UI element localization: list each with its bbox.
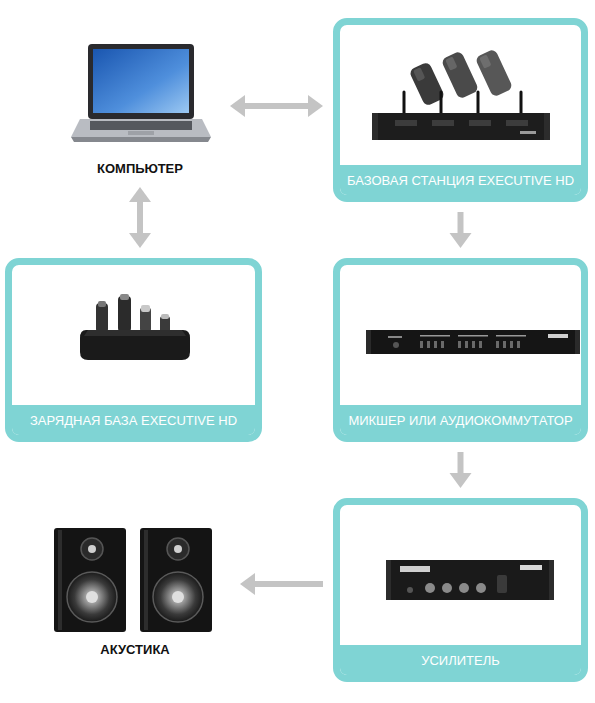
speaker-pair (54, 528, 212, 632)
arrow-shaft (458, 452, 464, 474)
arrow-head (450, 473, 472, 488)
device-box: МИКШЕР ИЛИ АУДИОКОММУТАТОР (333, 258, 588, 442)
label-band: ЗАРЯДНАЯ БАЗА EXECUTIVE HD (12, 405, 255, 435)
arrow-shaft (137, 201, 143, 234)
device-box: БАЗОВАЯ СТАНЦИЯ EXECUTIVE HD (333, 18, 588, 202)
flow-arrow (240, 573, 323, 595)
node-label: КОМПЬЮТЕР (60, 161, 220, 177)
laptop-illustration (71, 44, 211, 142)
label-band: УСИЛИТЕЛЬ (340, 645, 581, 675)
device-box: ЗАРЯДНАЯ БАЗА EXECUTIVE HD (5, 258, 262, 442)
arrow-head (450, 233, 472, 248)
caption-area: АКУСТИКА (40, 642, 230, 658)
node-label: МИКШЕР ИЛИ АУДИОКОММУТАТОР (348, 413, 572, 429)
arrow-head (240, 573, 255, 595)
flow-arrow (450, 452, 472, 488)
arrow-head (129, 233, 151, 248)
node-label: БАЗОВАЯ СТАНЦИЯ EXECUTIVE HD (347, 173, 574, 189)
label-band: БАЗОВАЯ СТАНЦИЯ EXECUTIVE HD (340, 165, 581, 195)
flow-arrow (129, 187, 151, 248)
node-label: АКУСТИКА (40, 642, 230, 658)
arrow-shaft (254, 581, 323, 587)
label-band: МИКШЕР ИЛИ АУДИОКОММУТАТОР (340, 405, 581, 435)
device-box: УСИЛИТЕЛЬ (333, 498, 588, 682)
arrow-shaft (458, 212, 464, 234)
node-label: ЗАРЯДНАЯ БАЗА EXECUTIVE HD (30, 413, 237, 429)
flow-arrow (450, 212, 472, 248)
arrow-shaft (244, 103, 309, 109)
arrow-head (230, 95, 245, 117)
arrow-head (129, 187, 151, 202)
node-label: УСИЛИТЕЛЬ (421, 653, 500, 669)
caption-area: КОМПЬЮТЕР (60, 161, 220, 177)
arrow-head (308, 95, 323, 117)
computer-node: КОМПЬЮТЕР (60, 35, 220, 177)
speaker-node: АКУСТИКА (40, 510, 230, 658)
flow-arrow (230, 95, 323, 117)
